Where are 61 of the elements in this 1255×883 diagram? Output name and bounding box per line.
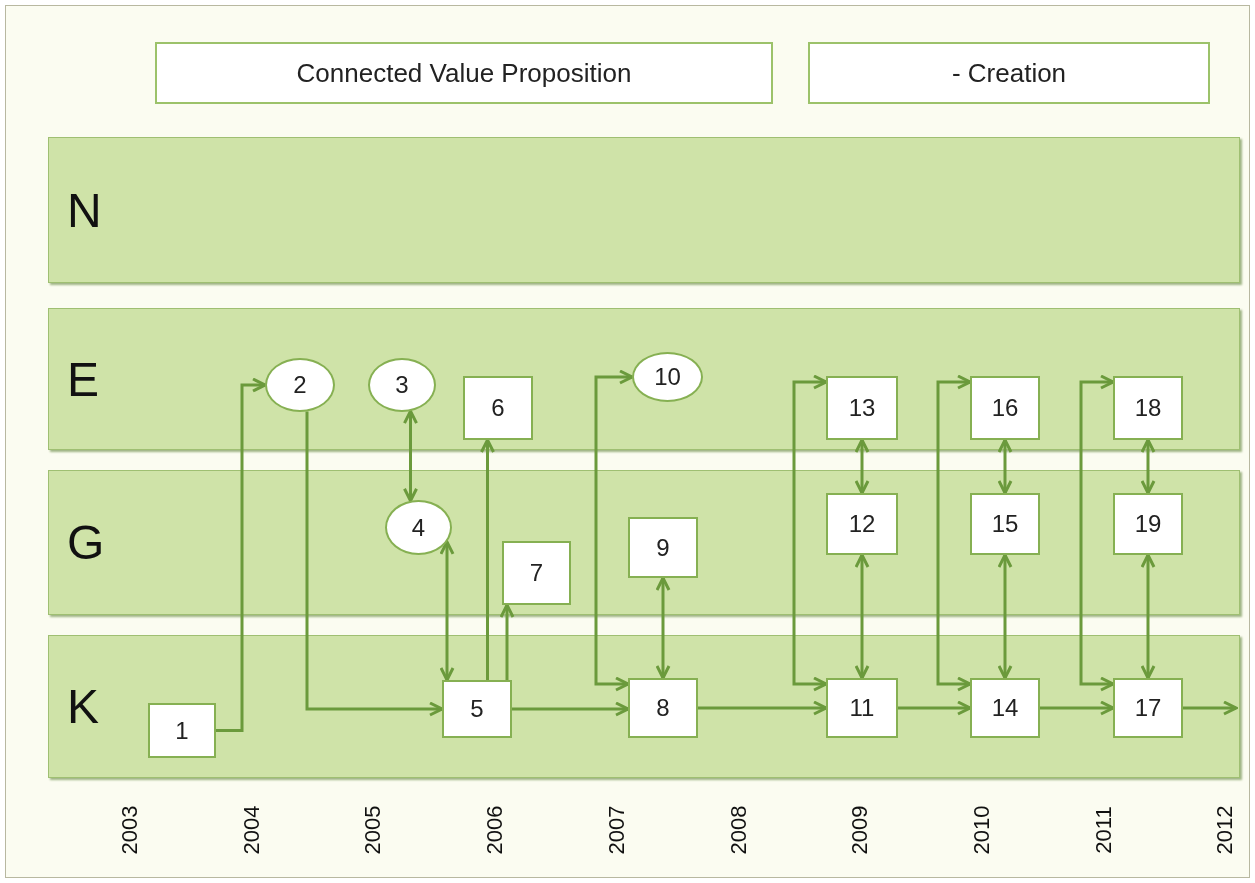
process-box: 12 xyxy=(826,493,898,555)
process-box: 13 xyxy=(826,376,898,440)
arrow xyxy=(1079,374,1115,692)
process-box: 6 xyxy=(463,376,533,440)
process-box: 16 xyxy=(970,376,1040,440)
year-label: 2006 xyxy=(481,804,509,857)
lane-label: G xyxy=(67,515,105,570)
arrow xyxy=(997,438,1013,495)
year-label: 2008 xyxy=(724,804,752,857)
process-box: 9 xyxy=(628,517,698,578)
arrow xyxy=(403,409,418,503)
arrow xyxy=(854,553,870,680)
arrow xyxy=(1140,438,1156,495)
arrow xyxy=(499,603,515,680)
arrow xyxy=(216,377,267,732)
arrow xyxy=(1040,700,1115,716)
process-box: 14 xyxy=(970,678,1040,738)
arrow xyxy=(655,576,671,680)
lane-label: N xyxy=(67,182,102,238)
arrow xyxy=(594,369,634,692)
lane-label: K xyxy=(67,679,99,734)
arrow xyxy=(1140,553,1156,680)
arrow xyxy=(698,700,828,716)
arrow xyxy=(792,374,828,692)
process-circle: 4 xyxy=(385,500,452,555)
year-label: 2003 xyxy=(116,804,143,857)
arrow xyxy=(1183,700,1238,716)
process-box: 17 xyxy=(1113,678,1183,738)
arrow xyxy=(997,553,1013,680)
process-box: 5 xyxy=(442,680,512,738)
year-label: 2007 xyxy=(602,804,630,857)
arrow xyxy=(439,540,455,682)
header-box: Connected Value Proposition xyxy=(155,42,773,104)
arrow xyxy=(854,438,870,495)
swimlane-band xyxy=(48,470,1240,615)
process-box: 11 xyxy=(826,678,898,738)
swimlane-band xyxy=(48,308,1240,450)
lane-label: E xyxy=(67,351,99,407)
year-label: 2011 xyxy=(1089,805,1117,856)
process-box: 7 xyxy=(502,541,571,605)
arrow xyxy=(305,411,444,717)
process-circle: 2 xyxy=(265,358,335,412)
process-box: 18 xyxy=(1113,376,1183,440)
process-box: 19 xyxy=(1113,493,1183,555)
swimlane-band xyxy=(48,635,1240,778)
header-box: - Creation xyxy=(808,42,1210,104)
arrow xyxy=(936,374,972,692)
process-circle: 3 xyxy=(368,358,436,412)
arrow xyxy=(898,700,972,716)
process-box: 15 xyxy=(970,493,1040,555)
arrow xyxy=(480,438,495,680)
year-label: 2012 xyxy=(1211,804,1239,857)
arrow xyxy=(512,701,630,717)
year-label: 2009 xyxy=(846,804,874,857)
swimlane-band xyxy=(48,137,1240,283)
process-box: 8 xyxy=(628,678,698,738)
year-label: 2010 xyxy=(967,804,995,857)
year-label: 2005 xyxy=(359,804,387,857)
year-label: 2004 xyxy=(237,804,265,857)
process-circle: 10 xyxy=(632,352,703,402)
process-box: 1 xyxy=(148,703,216,758)
